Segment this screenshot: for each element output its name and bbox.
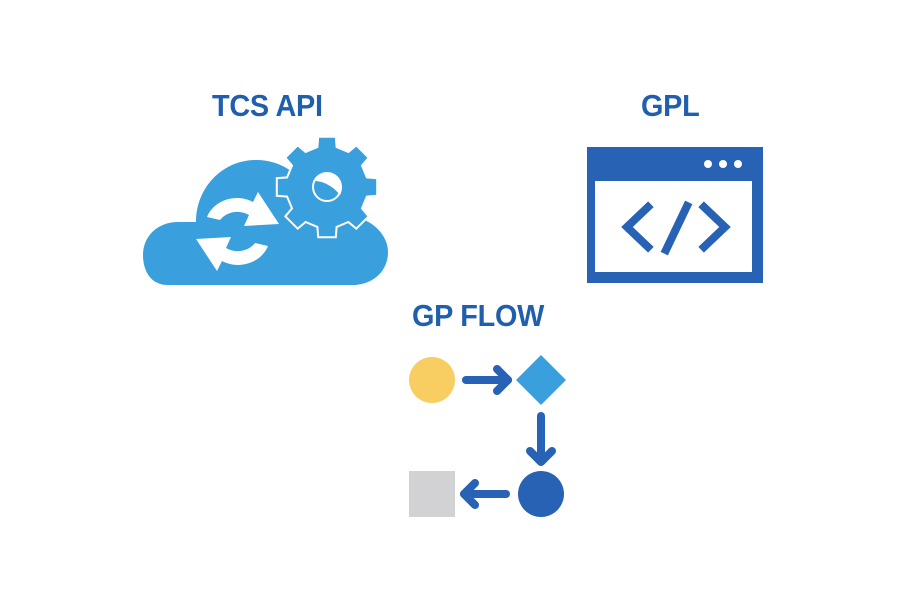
flow-decision-node (516, 355, 566, 405)
code-window-icon (587, 147, 763, 283)
arrow-right-icon (462, 365, 512, 395)
arrow-left-icon (460, 479, 510, 509)
flow-end-node (409, 471, 455, 517)
flow-start-node (409, 357, 455, 403)
window-dot (704, 160, 712, 168)
window-dot (719, 160, 727, 168)
arrow-down-icon (526, 412, 556, 466)
gp-flow-title: GP FLOW (412, 298, 545, 333)
flowchart-icon (409, 355, 566, 517)
gear-icon (275, 135, 379, 239)
slash-glyph (660, 200, 693, 256)
less-than-glyph (621, 201, 654, 253)
code-brackets-icon (621, 200, 731, 256)
window-dot (734, 160, 742, 168)
gpl-title: GPL (641, 88, 700, 123)
flow-process-node (518, 471, 564, 517)
cloud-sync-gear-icon (143, 135, 388, 285)
tcs-api-title: TCS API (212, 88, 323, 123)
sync-arrows-icon (196, 192, 279, 271)
greater-than-glyph (698, 201, 731, 253)
gear-hole-highlight (314, 173, 342, 195)
